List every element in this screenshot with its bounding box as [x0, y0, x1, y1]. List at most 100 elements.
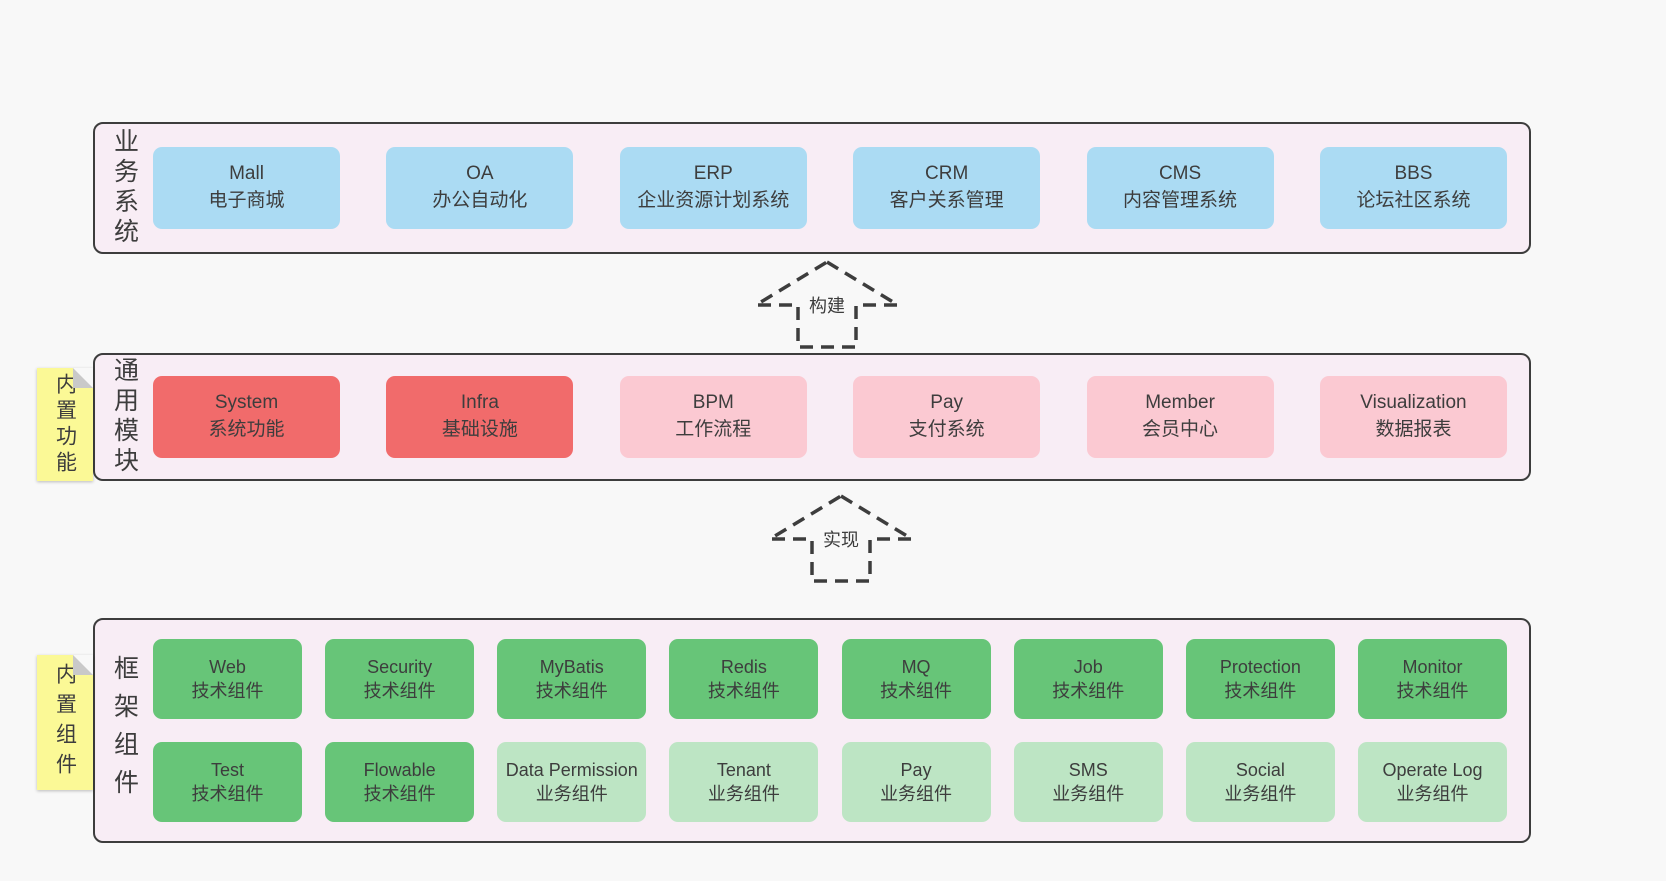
- box-subtitle: 技术组件: [535, 681, 608, 701]
- box-web: Web 技术组件: [153, 639, 302, 719]
- box-subtitle: 技术组件: [191, 784, 264, 804]
- box-system: System 系统功能: [153, 376, 340, 458]
- box-cms: CMS 内容管理系统: [1086, 147, 1274, 229]
- box-crm: CRM 客户关系管理: [853, 147, 1041, 229]
- box-protection: Protection 技术组件: [1185, 639, 1335, 719]
- box-title: Mall: [229, 163, 264, 185]
- box-title: Web: [209, 656, 246, 677]
- box-bpm: BPM 工作流程: [619, 376, 807, 458]
- box-erp: ERP 企业资源计划系统: [619, 147, 807, 229]
- box-security: Security 技术组件: [325, 639, 475, 719]
- box-title: Redis: [720, 656, 767, 677]
- box-subtitle: 业务组件: [1052, 784, 1125, 804]
- box-subtitle: 业务组件: [880, 784, 953, 804]
- box-title: Member: [1145, 392, 1215, 414]
- box-test: Test 技术组件: [153, 742, 302, 822]
- box-title: Pay: [930, 392, 964, 414]
- box-title: System: [214, 392, 279, 414]
- box-subtitle: 电子商城: [208, 190, 285, 211]
- box-subtitle: 技术组件: [363, 784, 436, 804]
- box-redis: Redis 技术组件: [669, 639, 819, 719]
- box-subtitle: 技术组件: [1224, 681, 1297, 701]
- box-pay: Pay 支付系统: [853, 376, 1041, 458]
- box-subtitle: 数据报表: [1375, 419, 1452, 440]
- box-title: CRM: [925, 163, 969, 185]
- box-subtitle: 论坛社区系统: [1356, 190, 1471, 211]
- box-subtitle: 支付系统: [908, 419, 985, 440]
- box-tenant: Tenant 业务组件: [669, 742, 819, 822]
- box-title: Social: [1235, 759, 1285, 780]
- band-label-business-systems: 业务系统: [110, 128, 139, 248]
- band-business-systems: 业务系统 Mall 电子商城 OA 办公自动化 ERP 企业资源计划系统 CRM 客户关系管理…: [93, 122, 1531, 254]
- box-oa: OA 办公自动化: [386, 147, 574, 229]
- folded-corner-icon: [73, 655, 93, 675]
- dashed-up-arrow-build-icon: 构建: [752, 258, 902, 350]
- box-subtitle: 技术组件: [707, 681, 780, 701]
- box-subtitle: 工作流程: [675, 419, 752, 440]
- box-subtitle: 技术组件: [880, 681, 953, 701]
- box-title: MQ: [901, 656, 931, 677]
- box-mybatis: MyBatis 技术组件: [497, 639, 647, 719]
- box-operate-log: Operate Log 业务组件: [1357, 742, 1507, 822]
- box-flowable: Flowable 技术组件: [325, 742, 475, 822]
- box-subtitle: 企业资源计划系统: [637, 190, 790, 211]
- box-title: SMS: [1068, 759, 1108, 780]
- box-title: Data Permission: [505, 759, 638, 780]
- box-title: Job: [1073, 656, 1103, 677]
- box-title: ERP: [693, 163, 733, 185]
- box-title: Protection: [1219, 656, 1301, 677]
- folded-corner-icon: [73, 368, 93, 388]
- box-title: Security: [367, 656, 433, 677]
- box-subtitle: 业务组件: [707, 784, 780, 804]
- module-row: System 系统功能 Infra 基础设施 BPM 工作流程 Pay 支付系统 Member 会…: [153, 376, 1507, 458]
- box-subtitle: 技术组件: [363, 681, 436, 701]
- box-title: OA: [466, 163, 494, 185]
- box-subtitle: 业务组件: [1224, 784, 1297, 804]
- box-subtitle: 会员中心: [1142, 419, 1219, 440]
- box-infra: Infra 基础设施: [386, 376, 574, 458]
- box-sms: SMS 业务组件: [1013, 742, 1163, 822]
- box-title: BPM: [692, 392, 734, 414]
- sticky-note-built-in-features: 内置功能: [37, 368, 93, 481]
- box-title: Operate Log: [1382, 759, 1483, 780]
- box-title: MyBatis: [539, 656, 604, 677]
- band-business-systems-boxes: Mall 电子商城 OA 办公自动化 ERP 企业资源计划系统 CRM 客户关系管理 CMS 内容…: [153, 124, 1529, 252]
- box-job: Job 技术组件: [1013, 639, 1163, 719]
- box-subtitle: 办公自动化: [432, 190, 528, 211]
- box-title: Visualization: [1360, 392, 1467, 414]
- dashed-up-arrow-implement-icon: 实现: [766, 492, 916, 584]
- box-social: Social 业务组件: [1185, 742, 1335, 822]
- box-title: Infra: [460, 392, 499, 414]
- arrow-label-implement: 实现: [819, 525, 863, 553]
- box-subtitle: 内容管理系统: [1123, 190, 1238, 211]
- band-label-framework-components: 框架组件: [110, 654, 139, 807]
- band-common-modules-boxes: System 系统功能 Infra 基础设施 BPM 工作流程 Pay 支付系统 Member 会…: [153, 355, 1529, 479]
- band-common-modules: 通用模块 System 系统功能 Infra 基础设施 BPM 工作流程 Pay 支付系统 Me…: [93, 353, 1531, 481]
- box-title: Tenant: [716, 759, 771, 780]
- box-subtitle: 技术组件: [1052, 681, 1125, 701]
- box-member: Member 会员中心: [1086, 376, 1274, 458]
- box-subtitle: 基础设施: [441, 419, 518, 440]
- band-label-common-modules: 通用模块: [110, 357, 139, 477]
- box-subtitle: 业务组件: [1396, 784, 1469, 804]
- box-title: CMS: [1158, 163, 1202, 185]
- arrow-label-build: 构建: [805, 291, 849, 319]
- box-title: BBS: [1394, 163, 1433, 185]
- box-subtitle: 系统功能: [208, 419, 285, 440]
- box-title: Flowable: [363, 759, 436, 780]
- box-title: Test: [210, 759, 244, 780]
- module-row: Mall 电子商城 OA 办公自动化 ERP 企业资源计划系统 CRM 客户关系管理 CMS 内容…: [153, 147, 1507, 229]
- box-mall: Mall 电子商城: [153, 147, 340, 229]
- box-title: Monitor: [1402, 656, 1463, 677]
- box-visualization: Visualization 数据报表: [1319, 376, 1507, 458]
- box-subtitle: 技术组件: [191, 681, 264, 701]
- box-subtitle: 客户关系管理: [889, 190, 1004, 211]
